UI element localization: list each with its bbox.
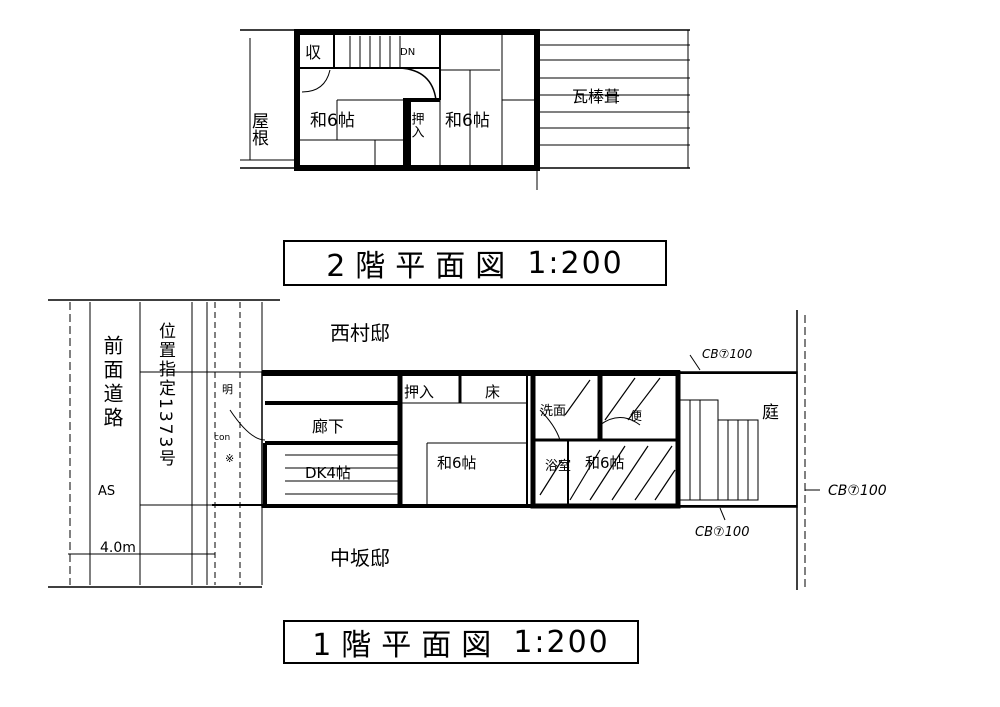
floor1-title: 1階平面図: [312, 628, 502, 663]
floor1-scale: 1:200: [513, 624, 610, 660]
designated-road-label: 位置指定1373号: [155, 322, 176, 468]
floor1-plan: [48, 299, 820, 590]
floor1-title-box: 1階平面図 1:200: [283, 620, 639, 664]
floor2-room-right-label: 和6帖: [445, 111, 490, 131]
dk-label: DK4帖: [305, 464, 351, 482]
bath-label: 浴室: [545, 458, 571, 474]
floor1-room-hatched-label: 和6帖: [585, 454, 625, 472]
roof-lines: [536, 30, 690, 190]
garden-label: 庭: [762, 403, 779, 423]
cb-right-label: CB⑦100: [828, 483, 887, 499]
floor2-down-label: DN: [400, 47, 415, 58]
front-road-label: 前面道路: [100, 335, 124, 431]
entrance-mark-label: 明: [222, 383, 233, 396]
road-lines: [68, 302, 265, 585]
cb-top-label: CB⑦100: [702, 347, 753, 361]
road-code-label: AS: [98, 484, 115, 499]
floor2-title: 2階平面図: [326, 249, 516, 284]
floor2-partition-wall: [403, 98, 411, 168]
floor2-plan: [240, 29, 690, 190]
floor1-closet-label: 押入: [404, 383, 434, 401]
neighbor-north-label: 西村邸: [330, 321, 390, 345]
corridor-label: 廊下: [312, 417, 344, 436]
hatching: [539, 377, 676, 501]
road-width-label: 4.0m: [100, 540, 136, 556]
neighbor-south-label: 中坂邸: [330, 546, 390, 570]
dk-floor-lines: [285, 454, 398, 495]
alcove-label: 床: [485, 383, 500, 401]
floor2-roof-material-label: 瓦棒葺: [572, 87, 620, 106]
floor2-closet-label: 押入: [409, 112, 425, 138]
con-mark-label: con: [214, 433, 230, 443]
deck: [679, 399, 759, 501]
floor2-storage-label: 収: [305, 43, 321, 62]
floor2-scale: 1:200: [527, 245, 624, 281]
cb-bottom-label: CB⑦100: [695, 525, 749, 540]
toilet-label: 便: [630, 409, 642, 423]
floor1-room-mid-label: 和6帖: [437, 454, 477, 472]
floor2-outer-wall: [294, 29, 540, 171]
floor2-title-box: 2階平面図 1:200: [283, 240, 667, 286]
floor2-roof-label: 屋根: [248, 112, 269, 146]
floor2-room-left-label: 和6帖: [310, 111, 355, 131]
washroom-label: 洗面: [540, 404, 566, 419]
meter-mark-label: ※: [225, 452, 234, 465]
stair-treads: [349, 36, 401, 68]
